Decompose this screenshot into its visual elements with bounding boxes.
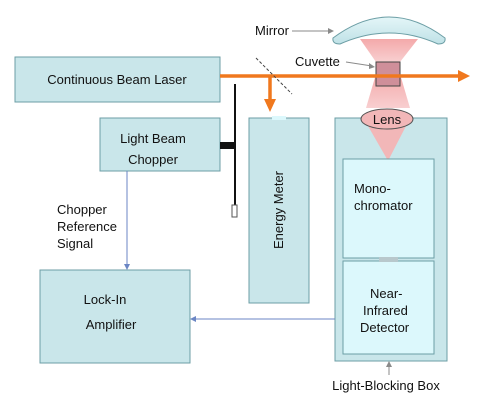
chopper-reference-signal-arrowhead (124, 264, 130, 270)
mirror-pointer-arrowhead (328, 28, 334, 34)
chopper-signal-label-line3: Signal (57, 236, 93, 251)
chopper-blade-tip (231, 204, 238, 218)
cuvette (375, 61, 401, 87)
mirror-label: Mirror (255, 23, 290, 38)
cuvette-label: Cuvette (295, 54, 340, 69)
light-box-pointer-arrowhead (386, 361, 392, 367)
energy-meter-label: Energy Meter (271, 170, 286, 249)
chopper-box (99, 117, 221, 172)
chopper-hub (220, 142, 236, 149)
mirror-reflection-cone (360, 39, 418, 62)
chopper-label-line1: Light Beam (120, 131, 186, 146)
chopper-signal-label-line1: Chopper (57, 202, 108, 217)
nir-label-line2: Infrared (363, 303, 408, 318)
mirror (332, 16, 446, 45)
energy-meter-aperture (272, 116, 286, 120)
chopper-signal-label-line2: Reference (57, 219, 117, 234)
cuvette-pointer-arrowhead (369, 63, 375, 69)
nir-label-line1: Near- (370, 286, 403, 301)
monochromator-box (342, 158, 435, 259)
laser-box (14, 56, 221, 103)
lockin-label-line2: Amplifier (86, 317, 137, 332)
chopper-label-line2: Chopper (128, 152, 179, 167)
cuvette-pointer (345, 61, 373, 67)
energy-meter-box (248, 117, 310, 304)
lockin-box (39, 269, 191, 364)
monochromator-label-line2: chromator (354, 198, 413, 213)
laser-label: Continuous Beam Laser (47, 72, 187, 87)
split-beam-arrowhead (264, 99, 276, 112)
nir-detector-box (342, 260, 435, 355)
lockin-label-line1: Lock-In (84, 292, 127, 307)
detector-signal-arrowhead (190, 316, 196, 322)
focused-light-cone (368, 126, 406, 159)
lens-label: Lens (373, 112, 402, 127)
monochromator-label-line1: Mono- (354, 181, 391, 196)
light-box-label: Light-Blocking Box (332, 378, 440, 393)
laser-beam-arrowhead (458, 70, 470, 82)
detector-slit (379, 257, 398, 262)
nir-label-line3: Detector (360, 320, 410, 335)
beam-splitter (255, 57, 293, 95)
lens (360, 108, 414, 130)
